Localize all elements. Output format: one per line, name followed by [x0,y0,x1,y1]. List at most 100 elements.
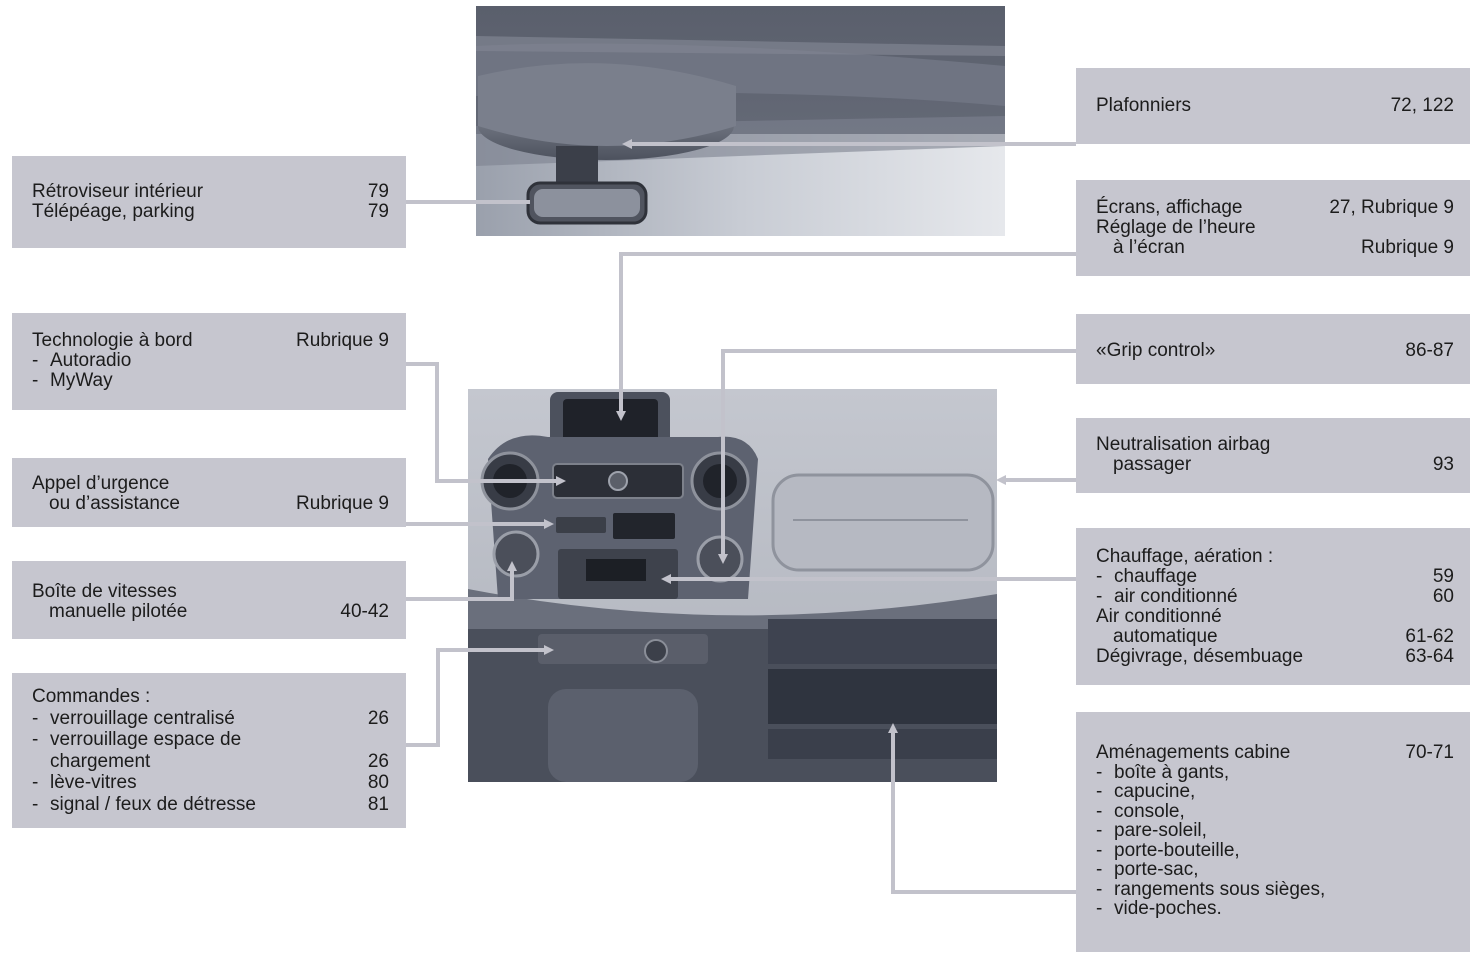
label-technologie: Technologie à bord [32,330,193,351]
page-verrouillage-centralise: 26 [367,707,389,729]
page-appel: Rubrique 9 [296,493,389,514]
leader-commandes [406,645,554,747]
page-a-l-ecran: Rubrique 9 [1361,237,1454,258]
box-plafonniers: Plafonniers 72, 122 [1076,68,1470,144]
label-appel-2: ou d’assistance [49,493,180,514]
label-chargement: chargement [50,750,151,772]
list-item: -pare-soleil, [1096,820,1207,841]
label-ecrans: Écrans, affichage [1096,197,1243,218]
row-amenagements: Aménagements cabine 70-71 [1096,743,1454,763]
box-technologie: Technologie à bord Rubrique 9 -Autoradio… [12,313,406,410]
label-boite-2: manuelle pilotée [49,601,188,622]
page-grip: 86-87 [1405,340,1454,361]
list-item: -rangements sous sièges, [1096,878,1326,900]
page-automatique: 61-62 [1405,626,1454,647]
page-leve-vitres: 80 [367,772,389,793]
list-item: -boîte à gants, [1096,761,1230,783]
label-air-conditionne: air conditionné [1114,586,1238,607]
row-air-conditionne-auto: Air conditionné [1096,607,1454,627]
list-item: -vide-poches. [1096,898,1222,919]
page-air-conditionne: 60 [1432,586,1454,607]
row-air-conditionne: -air conditionné 60 [1096,586,1454,607]
label-leve-vitres: lève-vitres [50,772,137,793]
row-appel-1: Appel d’urgence [32,474,389,494]
label-verrouillage-espace: verrouillage espace de [50,729,242,750]
row-airbag-1: Neutralisation airbag [1096,435,1454,455]
row-myway: -MyWay [32,370,113,391]
label-commandes: Commandes : [32,686,151,707]
label-boite-a-gants: boîte à gants, [1114,761,1230,783]
label-retroviseur-interieur: Rétroviseur intérieur [32,181,204,202]
list-item: -porte-sac, [1096,859,1199,880]
box-retroviseur: Rétroviseur intérieur 79 Télépéage, park… [12,156,406,248]
label-plafonniers: Plafonniers [1096,95,1192,116]
label-telepeage: Télépéage, parking [32,201,195,222]
row-verrouillage-espace: -verrouillage espace de [32,729,242,750]
row-airbag-2: passager 93 [1096,455,1454,475]
label-chauffage: chauffage [1114,566,1198,587]
row-chauffage: -chauffage 59 [1096,566,1454,587]
label-automatique: automatique [1113,626,1218,647]
row-verrouillage-centralise: -verrouillage centralisé 26 [32,707,389,729]
page-plafonniers: 72, 122 [1390,95,1454,116]
label-chauffage-title: Chauffage, aération : [1096,546,1274,567]
leader-technologie [406,362,566,486]
label-reglage-heure: Réglage de l’heure [1096,217,1256,238]
label-porte-sac: porte-sac, [1114,859,1199,880]
label-grip: «Grip control» [1096,340,1216,361]
row-autoradio: -Autoradio [32,350,132,371]
label-appel-1: Appel d’urgence [32,473,170,494]
leader-amenagements [888,723,1076,894]
page-technologie: Rubrique 9 [296,330,389,351]
box-chauffage: Chauffage, aération : -chauffage 59 -air… [1076,528,1470,685]
row-chargement: chargement 26 [32,751,389,773]
row-boite-1: Boîte de vitesses [32,582,389,602]
label-boite-1: Boîte de vitesses [32,581,177,602]
row-commandes-title: Commandes : [32,686,389,708]
row-reglage-heure: Réglage de l’heure [1096,218,1454,238]
page-chargement: 26 [367,750,389,772]
label-pare-soleil: pare-soleil, [1114,820,1207,841]
label-myway: MyWay [50,370,113,391]
label-airbag-1: Neutralisation airbag [1096,434,1271,455]
page-boite: 40-42 [340,601,389,622]
label-autoradio: Autoradio [50,350,132,371]
label-degivrage: Dégivrage, désembuage [1096,646,1304,667]
row-chauffage-title: Chauffage, aération : [1096,547,1454,567]
leader-grip [718,349,1076,564]
label-vide-poches: vide-poches. [1114,898,1222,919]
page-ecrans: 27, Rubrique 9 [1329,197,1454,218]
row-boite-2: manuelle pilotée 40-42 [32,602,389,622]
row-degivrage: Dégivrage, désembuage 63-64 [1096,647,1454,667]
interior-mirror-illustration [476,6,1005,236]
page-signal-detresse: 81 [367,793,389,815]
leader-boite [406,561,517,601]
page-chauffage: 59 [1432,566,1454,587]
label-air-conditionne-auto: Air conditionné [1096,606,1222,627]
box-airbag: Neutralisation airbag passager 93 [1076,418,1470,493]
row-signal-detresse: -signal / feux de détresse 81 [32,793,389,815]
page-airbag: 93 [1432,454,1454,475]
row-retroviseur-interieur: Rétroviseur intérieur 79 [32,182,389,202]
box-appel: Appel d’urgence ou d’assistance Rubrique… [12,458,406,527]
label-rangements: rangements sous sièges, [1114,878,1326,900]
page-retroviseur-interieur: 79 [367,181,389,202]
box-boite: Boîte de vitesses manuelle pilotée 40-42 [12,561,406,639]
row-ecrans: Écrans, affichage 27, Rubrique 9 [1096,198,1454,218]
label-console: console, [1114,800,1185,822]
box-commandes: Commandes : -verrouillage centralisé 26 … [12,673,406,828]
leader-ecrans [616,252,1076,421]
row-grip: «Grip control» 86-87 [1096,341,1454,361]
row-appel-2: ou d’assistance Rubrique 9 [32,494,389,514]
box-ecrans: Écrans, affichage 27, Rubrique 9 Réglage… [1076,180,1470,276]
page-amenagements: 70-71 [1405,742,1454,763]
row-telepeage: Télépéage, parking 79 [32,202,389,222]
label-signal-detresse: signal / feux de détresse [50,793,256,815]
label-capucine: capucine, [1114,781,1196,802]
row-automatique: automatique 61-62 [1096,627,1454,647]
page-telepeage: 79 [367,201,389,222]
label-a-l-ecran: à l’écran [1113,237,1185,258]
row-plafonniers: Plafonniers 72, 122 [1096,96,1454,116]
row-technologie: Technologie à bord Rubrique 9 [32,331,389,351]
